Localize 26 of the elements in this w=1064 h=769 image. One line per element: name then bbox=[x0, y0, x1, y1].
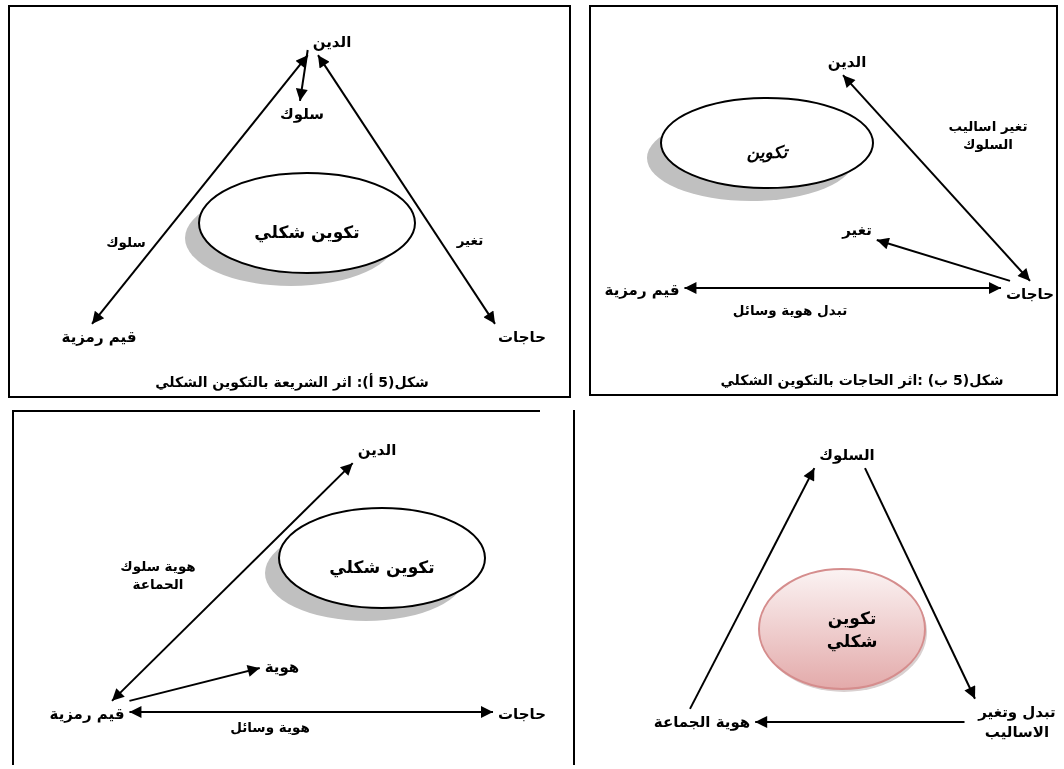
edge-label: سلوك bbox=[105, 232, 147, 252]
arrow bbox=[864, 467, 976, 700]
edge-label: تبدل هوية وسائل bbox=[731, 300, 849, 320]
concept-label: تكوين شكلي bbox=[253, 220, 361, 244]
panel-frame bbox=[8, 5, 571, 398]
edge-label: تغير bbox=[455, 230, 485, 250]
panel-frame bbox=[589, 5, 1058, 396]
figure-caption: شكل(5 أ): اثر الشريعة بالتكوين الشكلي bbox=[155, 374, 429, 390]
concept-label: تكوين شكلي bbox=[328, 555, 436, 579]
arrow bbox=[295, 49, 309, 102]
arrow bbox=[689, 467, 816, 710]
arrow bbox=[875, 237, 1011, 282]
edge-label: تغير اساليب السلوك bbox=[947, 116, 1029, 154]
arrow bbox=[128, 706, 494, 718]
arrow bbox=[128, 665, 261, 702]
arrow bbox=[754, 716, 966, 728]
arrow bbox=[683, 282, 1002, 294]
arrow bbox=[91, 54, 309, 325]
concept-label: تكوين شكلي bbox=[825, 607, 879, 653]
concept-label: تكوين bbox=[745, 140, 790, 164]
edge-label: هوية سلوك الحماعة bbox=[119, 556, 197, 594]
figure-caption: شكل(5 ب) :اثر الحاجات بالتكوين الشكلي bbox=[720, 372, 1004, 388]
edge-label: هوية وسائل bbox=[229, 717, 311, 737]
arrow bbox=[317, 54, 496, 325]
arrow bbox=[111, 462, 354, 702]
arrow bbox=[842, 74, 1031, 282]
